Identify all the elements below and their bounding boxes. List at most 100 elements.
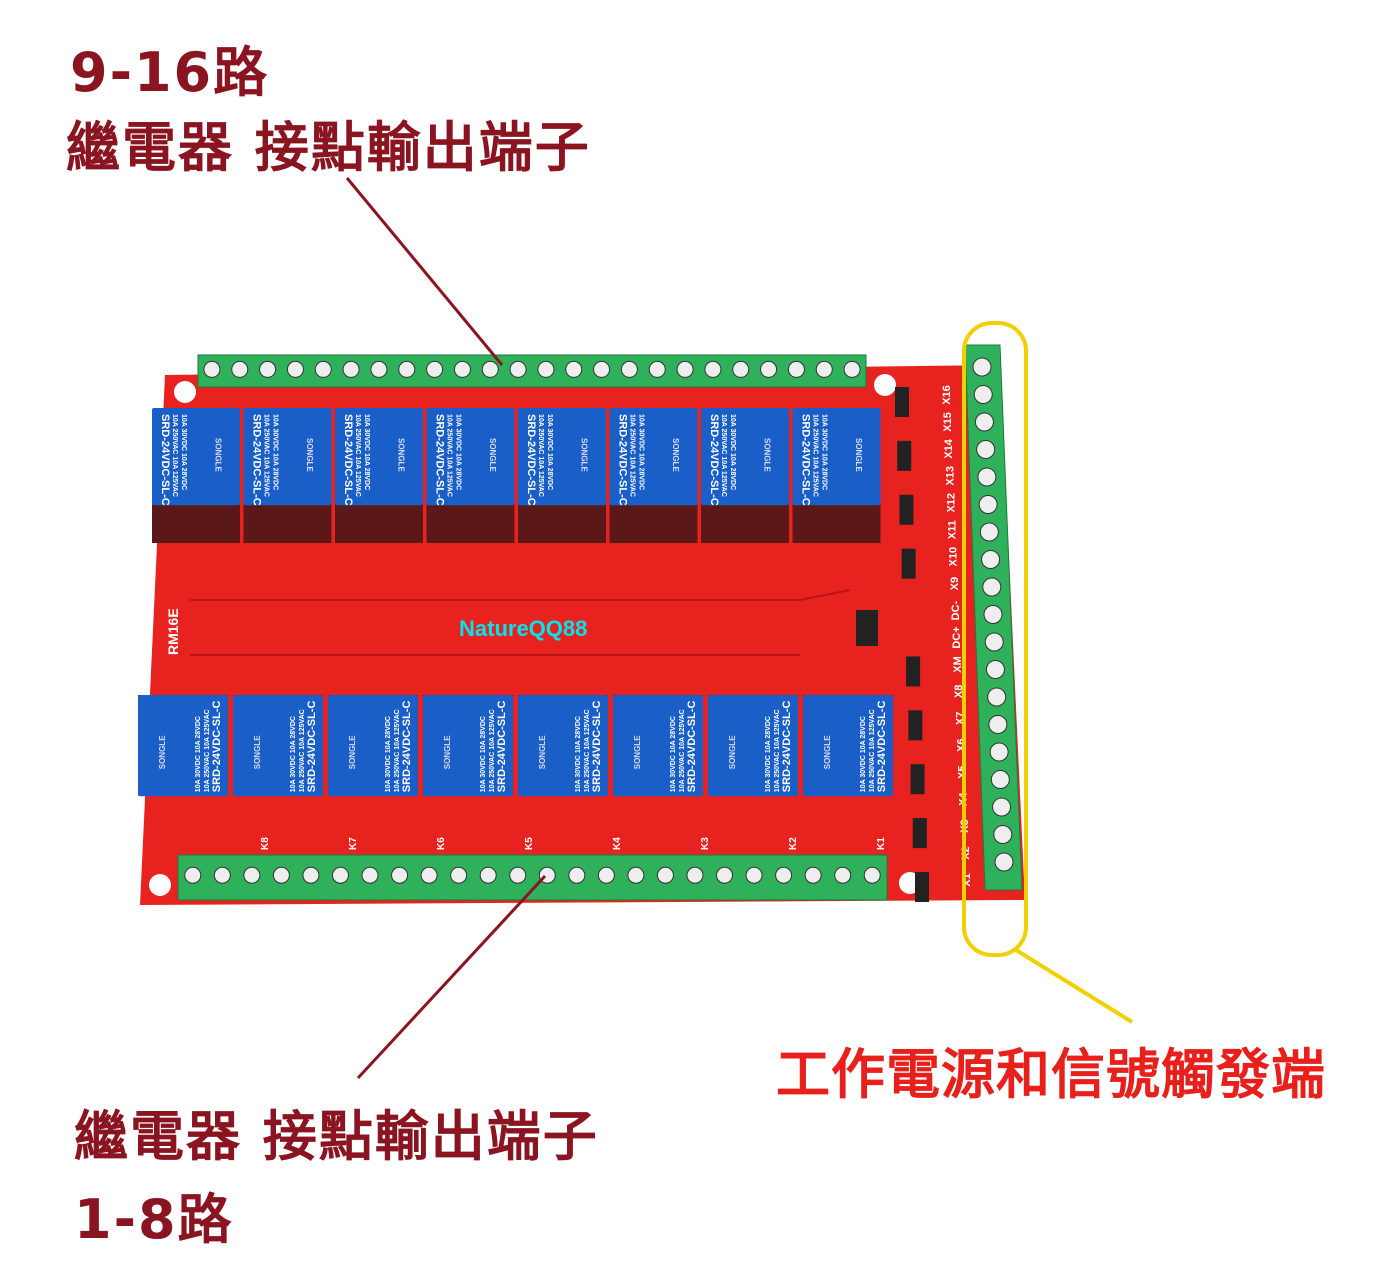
relay-rating-text-1: 10A 250VAC 10A 125VAC — [446, 414, 453, 497]
screw-terminal[interactable] — [213, 866, 231, 884]
input-label-x14: X14 — [943, 438, 955, 458]
relay-model-text: SRD-24VDC-SL-C — [159, 414, 171, 506]
relay-model-text: SRD-24VDC-SL-C — [401, 700, 413, 792]
screw-terminal[interactable] — [979, 522, 999, 542]
screw-terminal[interactable] — [716, 866, 734, 884]
screw-terminal[interactable] — [843, 360, 861, 378]
screw-terminal[interactable] — [676, 360, 694, 378]
input-label-xm: XM — [952, 656, 964, 673]
relay-brand-text: SONGLE — [854, 438, 863, 472]
screw-terminal[interactable] — [745, 866, 763, 884]
screw-terminal[interactable] — [981, 550, 1001, 569]
screw-terminal[interactable] — [984, 632, 1004, 652]
screw-terminal[interactable] — [314, 360, 332, 378]
screw-terminal[interactable] — [988, 715, 1008, 734]
top-desc-label: 繼電器 接點輸出端子 — [66, 116, 591, 179]
input-label-x15: X15 — [942, 412, 954, 432]
screw-terminal[interactable] — [973, 385, 993, 404]
screw-terminal[interactable] — [815, 360, 833, 378]
relay-model-text: SRD-24VDC-SL-C — [211, 700, 223, 792]
screw-terminal[interactable] — [993, 825, 1013, 844]
screw-terminal[interactable] — [804, 866, 822, 884]
screw-terminal[interactable] — [994, 852, 1014, 872]
relay-brand-text: SONGLE — [443, 735, 452, 769]
screw-terminal[interactable] — [982, 577, 1002, 597]
screw-terminal[interactable] — [479, 866, 497, 884]
input-power-terminal-strip[interactable] — [964, 344, 1023, 891]
screw-terminal[interactable] — [648, 360, 666, 378]
screw-terminal[interactable] — [568, 866, 586, 884]
screw-terminal[interactable] — [370, 360, 388, 378]
relay-model-text: SRD-24VDC-SL-C — [342, 414, 354, 506]
screw-terminal[interactable] — [775, 866, 793, 884]
screw-terminal[interactable] — [203, 360, 221, 378]
output-label-k7: K7 — [348, 837, 359, 850]
screw-terminal[interactable] — [272, 866, 290, 884]
screw-terminal[interactable] — [834, 866, 852, 884]
screw-terminal[interactable] — [420, 866, 438, 884]
relay-brand-text: SONGLE — [253, 735, 262, 769]
screw-terminal[interactable] — [863, 866, 881, 884]
screw-terminal[interactable] — [259, 360, 277, 378]
screw-terminal[interactable] — [620, 360, 638, 378]
screw-terminal[interactable] — [989, 742, 1009, 762]
screw-terminal[interactable] — [627, 866, 645, 884]
screw-terminal[interactable] — [481, 360, 499, 378]
screw-terminal[interactable] — [361, 866, 379, 884]
input-label-x13: X13 — [944, 466, 956, 486]
screw-terminal[interactable] — [732, 360, 750, 378]
input-terminal-highlight — [962, 321, 1028, 957]
screw-terminal[interactable] — [231, 360, 249, 378]
screw-terminal[interactable] — [509, 866, 527, 884]
relay-output-terminal-strip-1-8[interactable] — [177, 854, 888, 901]
optocoupler-chip — [915, 872, 929, 902]
screw-terminal[interactable] — [760, 360, 778, 378]
screw-terminal[interactable] — [686, 866, 704, 884]
screw-terminal[interactable] — [243, 866, 261, 884]
mounting-hole — [874, 374, 896, 396]
screw-terminal[interactable] — [597, 866, 615, 884]
screw-terminal[interactable] — [184, 866, 202, 884]
screw-terminal[interactable] — [391, 866, 409, 884]
relay-model-text: SRD-24VDC-SL-C — [781, 700, 793, 792]
screw-terminal[interactable] — [978, 495, 998, 514]
relay-output-terminal-strip-9-16[interactable] — [197, 354, 867, 388]
screw-terminal[interactable] — [656, 866, 674, 884]
relay-model-text: SRD-24VDC-SL-C — [876, 700, 888, 792]
relay-model-text: SRD-24VDC-SL-C — [496, 700, 508, 792]
screw-terminal[interactable] — [565, 360, 583, 378]
screw-terminal[interactable] — [342, 360, 360, 378]
screw-terminal[interactable] — [286, 360, 304, 378]
screw-terminal[interactable] — [302, 866, 320, 884]
screw-terminal[interactable] — [977, 467, 997, 487]
screw-terminal[interactable] — [985, 660, 1005, 679]
screw-terminal[interactable] — [398, 360, 416, 378]
screw-terminal[interactable] — [983, 605, 1003, 624]
screw-terminal[interactable] — [331, 866, 349, 884]
screw-terminal[interactable] — [450, 866, 468, 884]
screw-terminal[interactable] — [990, 770, 1010, 789]
relay-rating-text-1: 10A 250VAC 10A 125VAC — [720, 414, 727, 497]
pointer-line-top — [345, 177, 504, 366]
screw-terminal[interactable] — [509, 360, 527, 378]
relay-rating-text-1: 10A 250VAC 10A 125VAC — [629, 414, 636, 497]
screw-terminal[interactable] — [593, 360, 611, 378]
screw-terminal[interactable] — [987, 687, 1007, 707]
screw-terminal[interactable] — [974, 412, 994, 432]
screw-terminal[interactable] — [537, 360, 555, 378]
screw-terminal[interactable] — [976, 440, 996, 459]
screw-terminal[interactable] — [704, 360, 722, 378]
screw-terminal[interactable] — [992, 797, 1012, 817]
relay-rating-text-2: 10A 30VDC 10A 28VDC — [729, 414, 736, 490]
screw-terminal[interactable] — [426, 360, 444, 378]
relay-rating-text-2: 10A 30VDC 10A 28VDC — [821, 414, 828, 490]
screw-terminal[interactable] — [453, 360, 471, 378]
relay-rating-text-2: 10A 30VDC 10A 28VDC — [765, 716, 772, 792]
relay-rating-text-2: 10A 30VDC 10A 28VDC — [575, 716, 582, 792]
screw-terminal[interactable] — [787, 360, 805, 378]
relay-brand-text: SONGLE — [158, 735, 167, 769]
screw-terminal[interactable] — [972, 357, 992, 377]
